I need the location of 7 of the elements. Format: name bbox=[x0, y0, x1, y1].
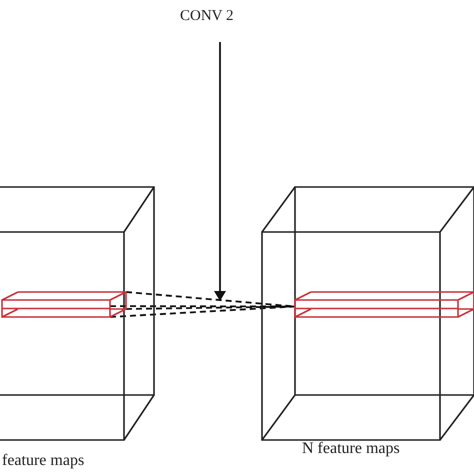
layer-label: CONV 2 bbox=[180, 8, 234, 26]
feature-map-label: feature maps bbox=[2, 452, 84, 470]
kernel-prism bbox=[294, 291, 474, 318]
projection-lines bbox=[109, 291, 296, 318]
arrow bbox=[214, 42, 226, 301]
kernel-prism bbox=[1, 291, 127, 318]
feature-map-label: N feature maps bbox=[302, 440, 400, 458]
